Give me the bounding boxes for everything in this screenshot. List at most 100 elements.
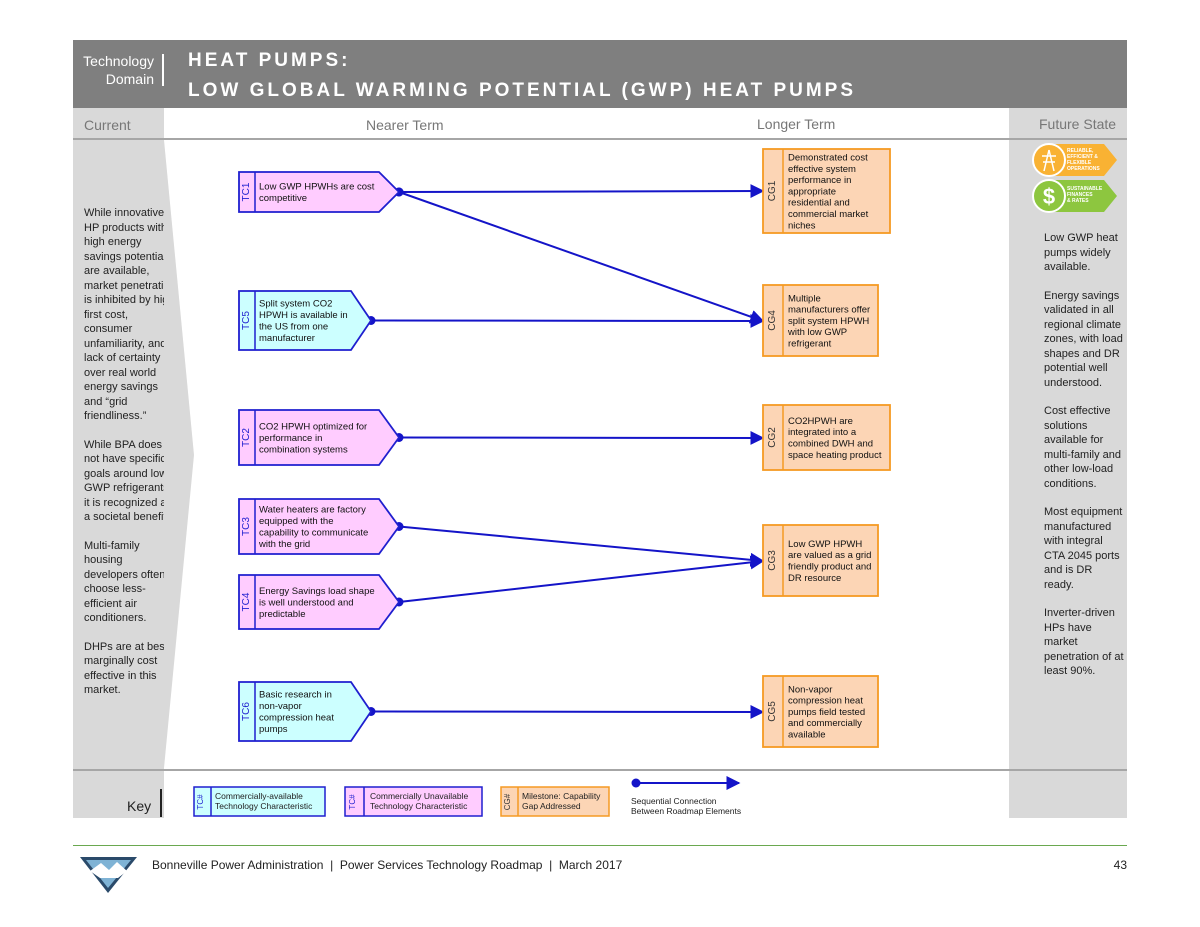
- connector-tc4-cg3: [398, 555, 765, 603]
- badge-sustainable: $ SUSTAINABLE FINANCES & RATES: [1032, 179, 1117, 213]
- current-paragraph: While BPA does not have specific goals a…: [84, 438, 173, 524]
- connector-tc6-cg5: [370, 704, 765, 719]
- current-state-text: While innovative HP products with high e…: [84, 206, 176, 698]
- key-unavailable-text: Commercially Unavailable Technology Char…: [370, 791, 469, 811]
- cg-code: CG5: [767, 701, 778, 722]
- cg-code: CG4: [767, 310, 778, 331]
- cg-shape: [762, 284, 879, 357]
- page-title-line2: LOW GLOBAL WARMING POTENTIAL (GWP) HEAT …: [188, 80, 857, 101]
- header-banner: [73, 40, 1127, 108]
- badge-sustainable-line3: & RATES: [1067, 198, 1089, 204]
- badge-reliable-line4: OPERATIONS: [1067, 166, 1100, 172]
- key-available-text: Commercially-available Technology Charac…: [215, 791, 313, 811]
- page-number: 43: [1113, 858, 1127, 872]
- key-connection-text: Sequential Connection Between Roadmap El…: [631, 796, 742, 816]
- future-paragraph: Cost effective solutions available for m…: [1044, 405, 1122, 490]
- connector-tc1-cg4: [398, 191, 765, 324]
- tc-code: TC3: [241, 517, 252, 536]
- cg-code: CG3: [767, 550, 778, 571]
- domain-label: Technology Domain: [83, 53, 154, 87]
- future-state-text: Low GWP heat pumps widely available. Ene…: [1044, 231, 1124, 679]
- key-unavailable-code: TC#: [348, 794, 357, 810]
- cg-code: CG1: [767, 180, 778, 201]
- connector-tc1-cg1: [398, 184, 765, 199]
- key-unavailable: [344, 786, 483, 817]
- cg-shape: [762, 675, 879, 748]
- badge-sustainable-line2: FINANCES: [1067, 192, 1093, 198]
- current-heading: Current: [84, 117, 131, 133]
- bpa-logo: [80, 857, 137, 893]
- future-paragraph: Low GWP heat pumps widely available.: [1044, 232, 1118, 273]
- tc-code: TC6: [241, 702, 252, 721]
- tc-shape: [238, 409, 401, 466]
- future-paragraph: Inverter-driven HPs have market penetrat…: [1044, 607, 1124, 677]
- key-label-divider: [160, 789, 162, 817]
- connector-tc5-cg4: [370, 313, 765, 328]
- cg-shape: [762, 524, 879, 597]
- tc-shape: [238, 171, 401, 213]
- current-paragraph: Multi-family housing developers often ch…: [84, 539, 166, 625]
- footer-text: Bonneville Power Administration | Power …: [152, 858, 623, 872]
- power-tower-icon: [1042, 149, 1056, 172]
- badge-reliable-line1: RELIABLE,: [1067, 148, 1094, 154]
- tc-shape: [238, 574, 401, 630]
- tc-code: TC1: [241, 182, 252, 201]
- key-divider: [73, 769, 1127, 771]
- page-title-line1: HEAT PUMPS:: [188, 50, 351, 71]
- cg-shape: [762, 404, 891, 471]
- key-milestone-text: Milestone: Capability Gap Addressed: [522, 791, 601, 811]
- badge-sustainable-line1: SUSTAINABLE: [1067, 186, 1103, 192]
- header-divider: [162, 54, 164, 86]
- longer-term-heading: Longer Term: [757, 116, 836, 132]
- connector-tc3-cg3: [398, 525, 765, 567]
- key-milestone-code: CG#: [503, 793, 512, 810]
- tc-code: TC5: [241, 311, 252, 330]
- key-available: [193, 786, 326, 817]
- footer-rule: [73, 845, 1127, 846]
- dollar-icon: $: [1043, 184, 1055, 209]
- future-paragraph: Most equipment manufactured with integra…: [1044, 506, 1123, 591]
- nearer-term-heading: Nearer Term: [366, 117, 444, 133]
- cg-shape: [762, 148, 891, 234]
- key-label: Key: [127, 798, 152, 814]
- future-state-heading: Future State: [1039, 116, 1117, 132]
- heading-divider: [73, 138, 1127, 140]
- cg-code: CG2: [767, 427, 778, 448]
- connector-tc2-cg2: [398, 430, 765, 445]
- badge-reliable-line3: FLEXIBLE: [1067, 160, 1092, 166]
- tc-shape: [238, 681, 373, 742]
- current-paragraph: DHPs are at best marginally cost effecti…: [84, 640, 168, 697]
- key-connection-arrow: [631, 776, 741, 790]
- current-paragraph: While innovative HP products with high e…: [84, 207, 176, 422]
- badge-reliable-line2: EFFICIENT &: [1067, 154, 1098, 160]
- badge-reliable: RELIABLE, EFFICIENT & FLEXIBLE OPERATION…: [1032, 143, 1117, 177]
- tc-code: TC2: [241, 428, 252, 447]
- key-available-code: TC#: [196, 794, 205, 810]
- current-column-pointer: [164, 140, 194, 768]
- connections-layer: [366, 184, 765, 719]
- current-column: [73, 108, 164, 818]
